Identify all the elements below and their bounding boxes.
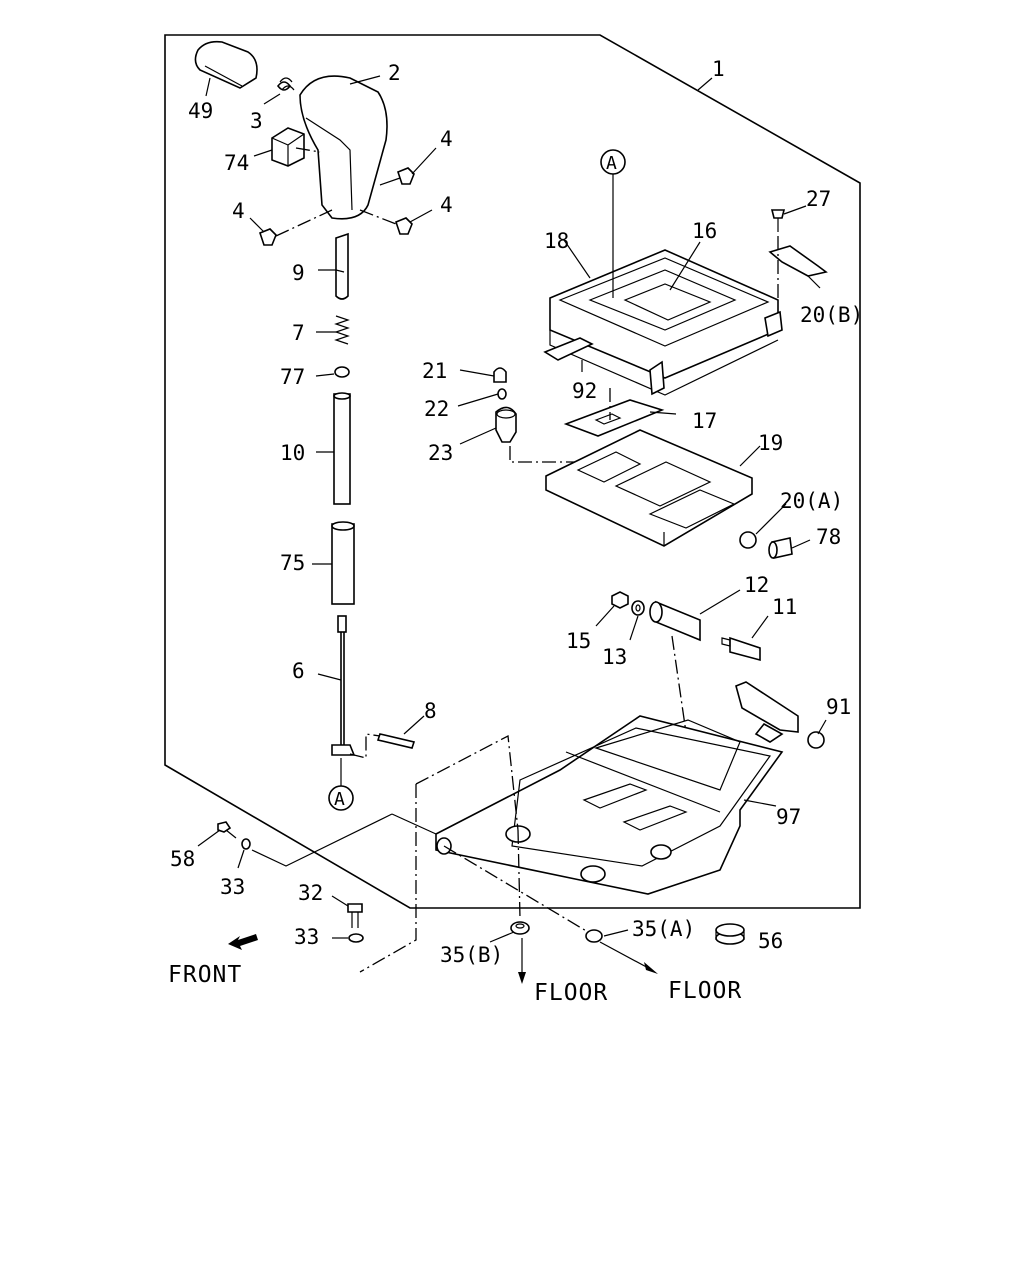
pin-11	[721, 636, 761, 662]
screw-58	[217, 821, 237, 839]
callout-97: 97	[776, 805, 801, 829]
callout-56: 56	[758, 929, 783, 953]
clip-20a	[739, 531, 757, 549]
plate-17	[563, 399, 665, 437]
callout-15: 15	[566, 629, 591, 653]
callout-3: 3	[250, 109, 263, 133]
callout-8: 8	[424, 699, 437, 723]
bracket-91	[735, 681, 799, 743]
button-74	[271, 127, 305, 167]
knob-cap-49	[194, 40, 258, 89]
callout-16: 16	[692, 219, 717, 243]
callout-33-lower: 33	[294, 925, 319, 949]
shift-knob-2	[299, 75, 388, 220]
screw-4-upper	[379, 167, 415, 186]
callout-1: 1	[712, 57, 725, 81]
callout-35a: 35(A)	[632, 917, 695, 941]
callout-10: 10	[280, 441, 305, 465]
floor-label-1: FLOOR	[534, 980, 608, 1006]
callout-21: 21	[422, 359, 447, 383]
callout-92: 92	[572, 379, 597, 403]
callout-6: 6	[292, 659, 305, 683]
callout-17: 17	[692, 409, 717, 433]
sleeve-75	[331, 521, 355, 605]
front-label: FRONT	[168, 962, 242, 988]
pipe-10	[333, 392, 351, 505]
ref-letter-a-top: A	[606, 153, 617, 174]
plug-56	[715, 923, 745, 945]
bolt-32	[347, 903, 363, 928]
callout-74: 74	[224, 151, 249, 175]
callout-19: 19	[758, 431, 783, 455]
callout-58: 58	[170, 847, 195, 871]
callout-4-left: 4	[232, 199, 245, 223]
callout-91: 91	[826, 695, 851, 719]
floor-arrow-diagonal	[599, 941, 658, 974]
callout-11: 11	[772, 595, 797, 619]
spring-3	[276, 77, 295, 91]
callout-13: 13	[602, 645, 627, 669]
indicator-housing-18	[543, 249, 783, 396]
screw-27	[770, 209, 786, 232]
leader-lines	[197, 75, 827, 943]
washer-33-upper	[241, 838, 251, 850]
grommet-35a	[585, 929, 603, 943]
grommet-35b	[510, 921, 530, 935]
nut-15	[611, 591, 629, 609]
callout-22: 22	[424, 397, 449, 421]
ring-77	[334, 366, 350, 378]
floor-arrow-down	[518, 938, 526, 984]
callout-4-right: 4	[440, 193, 453, 217]
callout-9: 9	[292, 261, 305, 285]
screw-4-right	[395, 217, 413, 235]
assembly-boundary	[164, 34, 861, 909]
callout-32: 32	[298, 881, 323, 905]
collar-12	[649, 600, 701, 642]
callout-7: 7	[292, 321, 305, 345]
lever-6	[331, 615, 356, 756]
plate-16	[623, 283, 712, 321]
ref-letter-a-bottom: A	[334, 789, 345, 810]
callout-23: 23	[428, 441, 453, 465]
callout-35b: 35(B)	[440, 943, 503, 967]
callout-77: 77	[280, 365, 305, 389]
pin-8	[376, 733, 416, 749]
callout-33-upper: 33	[220, 875, 245, 899]
callout-75: 75	[280, 551, 305, 575]
plate-19	[545, 429, 753, 547]
callout-27: 27	[806, 187, 831, 211]
washer-33-lower	[348, 933, 364, 943]
floor-label-2: FLOOR	[668, 978, 742, 1004]
callout-4-upper: 4	[440, 127, 453, 151]
washer-13	[631, 600, 645, 616]
callout-20a: 20(A)	[780, 489, 843, 513]
screw-4-left	[259, 228, 277, 246]
socket-22	[497, 388, 507, 400]
base-bracket-97	[435, 715, 784, 895]
bracket-20b	[768, 245, 828, 277]
callout-18: 18	[544, 229, 569, 253]
front-arrow-icon	[228, 934, 258, 950]
callout-12: 12	[744, 573, 769, 597]
lock-rod-9	[335, 232, 349, 300]
cap-78	[768, 537, 793, 559]
spring-7	[334, 315, 350, 345]
callout-78: 78	[816, 525, 841, 549]
bulb-socket-23	[495, 406, 517, 443]
callout-49: 49	[188, 99, 213, 123]
callout-2: 2	[388, 61, 401, 85]
cap-91	[807, 731, 825, 749]
callout-20b: 20(B)	[800, 303, 863, 327]
bulb-21	[493, 367, 507, 383]
